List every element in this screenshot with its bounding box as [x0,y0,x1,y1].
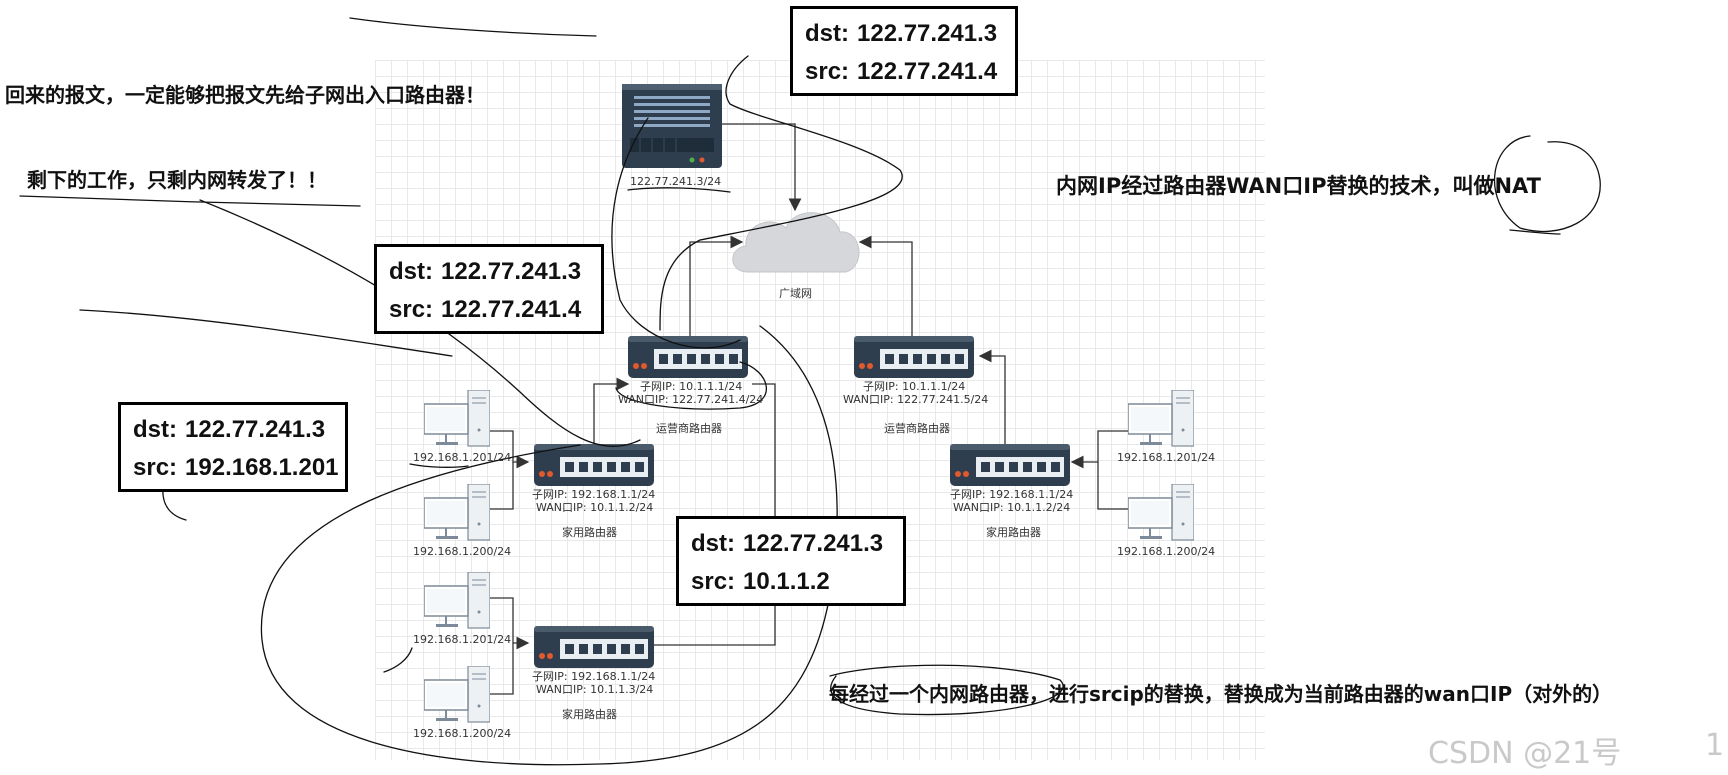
csdn-watermark: CSDN @21号 [1428,736,1622,771]
network-links [478,123,1128,695]
host-ip-label: 192.168.1.200/24 [413,545,512,558]
cloud-icon [732,212,860,273]
host-ip-label: 192.168.1.201/24 [413,633,512,646]
packet-box: dst:122.77.241.3 src:122.77.241.4 [790,6,1018,96]
pc-icon [1128,390,1194,447]
packet-dst-line: dst:122.77.241.3 [389,258,582,285]
packet-box: dst:122.77.241.3 src:10.1.1.2 [676,516,906,606]
home-router-subnet: 子网IP: 192.168.1.1/24 [950,488,1074,501]
home-router-subnet: 子网IP: 192.168.1.1/24 [532,670,656,683]
packet-src-line: src:122.77.241.4 [389,296,582,323]
server-icon [622,84,722,168]
isp-router-wan: WAN口IP: 122.77.241.5/24 [843,393,989,406]
server-ip-label: 122.77.241.3/24 [630,175,722,188]
home-router-name: 家用路由器 [986,526,1041,539]
pc-icon [424,390,490,447]
note-remaining-work: 剩下的工作，只剩内网转发了！！ [27,168,327,192]
packet-box: dst:122.77.241.3 src:192.168.1.201 [118,402,348,492]
home-router-subnet: 子网IP: 192.168.1.1/24 [532,488,656,501]
packet-box: dst:122.77.241.3 src:122.77.241.4 [374,244,604,334]
home-router-name: 家用路由器 [562,708,617,721]
home-router-icon [534,626,654,668]
host-ip-label: 192.168.1.200/24 [413,727,512,740]
pen-annotations [19,17,1601,766]
home-router-icon [950,444,1070,486]
host-ip-label: 192.168.1.201/24 [1117,451,1216,464]
page-number: 1 [1705,728,1725,763]
pc-icon [1128,484,1194,541]
isp-router-icon [628,336,748,378]
note-return-packet: 回来的报文，一定能够把报文先给子网出入口路由器！ [5,83,485,107]
pc-icon [424,666,490,723]
isp-router-icon [854,336,974,378]
host-ip-label: 192.168.1.201/24 [413,451,512,464]
packet-src-line: src:122.77.241.4 [805,58,998,85]
packet-dst-line: dst:122.77.241.3 [691,530,884,557]
packet-dst-line: dst:122.77.241.3 [133,416,326,443]
home-router-icon [534,444,654,486]
packet-src-line: src:192.168.1.201 [133,454,339,481]
note-nat-definition: 内网IP经过路由器WAN口IP替换的技术，叫做NAT [1056,174,1541,198]
home-router-wan: WAN口IP: 10.1.1.2/24 [953,501,1071,514]
packet-src-line: src:10.1.1.2 [691,568,830,595]
pc-icon [424,572,490,629]
host-ip-label: 192.168.1.200/24 [1117,545,1216,558]
isp-router-name: 运营商路由器 [884,422,950,435]
home-router-wan: WAN口IP: 10.1.1.2/24 [536,501,654,514]
home-router-wan: WAN口IP: 10.1.1.3/24 [536,683,654,696]
isp-router-wan: WAN口IP: 122.77.241.4/24 [618,393,764,406]
isp-router-subnet: 子网IP: 10.1.1.1/24 [863,380,966,393]
note-srcip-replace: 每经过一个内网路由器，进行srcip的替换，替换成为当前路由器的wan口IP（对… [829,682,1613,706]
cloud-label: 广域网 [779,287,812,300]
isp-router-name: 运营商路由器 [656,422,722,435]
home-router-name: 家用路由器 [562,526,617,539]
packet-dst-line: dst:122.77.241.3 [805,20,998,47]
pc-icon [424,484,490,541]
isp-router-subnet: 子网IP: 10.1.1.1/24 [640,380,743,393]
